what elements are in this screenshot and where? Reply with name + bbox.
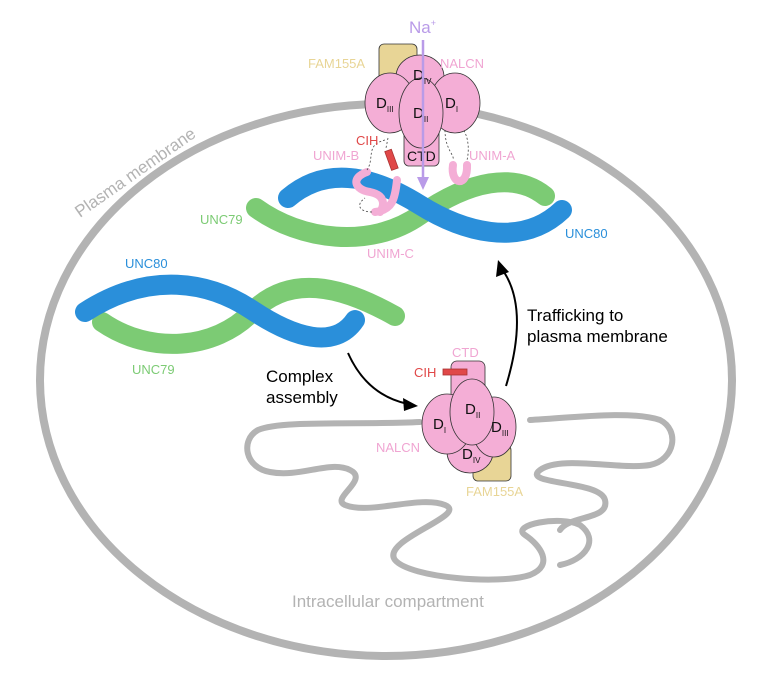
cih-label-top: CIH: [356, 133, 378, 148]
fam155a-label-top: FAM155A: [308, 56, 365, 71]
domain-i-label-top: DI: [445, 95, 458, 114]
unim-c: [371, 176, 401, 216]
domain-iv-label-top: DIV: [413, 67, 432, 86]
unc80-ribbon-top: [278, 167, 572, 243]
na-arrowhead: [417, 177, 429, 190]
unim-a-label: UNIM-A: [469, 148, 516, 163]
cih-label-bottom: CIH: [414, 365, 436, 380]
unc80-ribbon-left: [75, 274, 365, 348]
domain-iii-label-top: DIII: [376, 95, 394, 114]
nalcn-label-top: NALCN: [440, 56, 484, 71]
domain-iv-label-bottom: DIV: [462, 446, 481, 465]
ctd-label-top: CTD: [407, 148, 436, 164]
domain-iii-label-bottom: DIII: [491, 419, 509, 438]
unc80-label-left: UNC80: [125, 256, 168, 271]
intracellular-label: Intracellular compartment: [292, 592, 484, 611]
nalcn-label-bottom: NALCN: [376, 440, 420, 455]
unc79-label-top: UNC79: [200, 212, 243, 227]
unc80-label-top: UNC80: [565, 226, 608, 241]
unim-b-label: UNIM-B: [313, 148, 359, 163]
domain-ii-label-top: DII: [413, 105, 428, 124]
plasma-membrane-label: Plasma membrane: [71, 124, 199, 221]
domain-i-label-bottom: DI: [433, 416, 446, 435]
unim-a: [448, 161, 471, 186]
unim-c-label: UNIM-C: [367, 246, 414, 261]
trafficking-arrow: [503, 271, 518, 387]
cih-helix-top: [384, 148, 399, 171]
linker-dashes: [359, 124, 469, 213]
trafficking-arrowhead: [496, 260, 509, 277]
na-label: Na+: [409, 18, 436, 37]
intracellular-compartment-membrane: [244, 412, 676, 583]
domain-ii-bottom: [449, 378, 495, 446]
domain-ii-top: [398, 77, 444, 149]
unim-b: [352, 168, 387, 216]
domain-ii-label-bottom: DII: [465, 401, 480, 420]
complex-assembly-arrow: [347, 352, 409, 405]
fam155a-label-bottom: FAM155A: [466, 484, 523, 499]
cih-helix-bottom: [442, 368, 468, 376]
unc79-label-left: UNC79: [132, 362, 175, 377]
ctd-label-bottom: CTD: [452, 345, 479, 360]
complex-assembly-arrowhead: [403, 398, 418, 411]
